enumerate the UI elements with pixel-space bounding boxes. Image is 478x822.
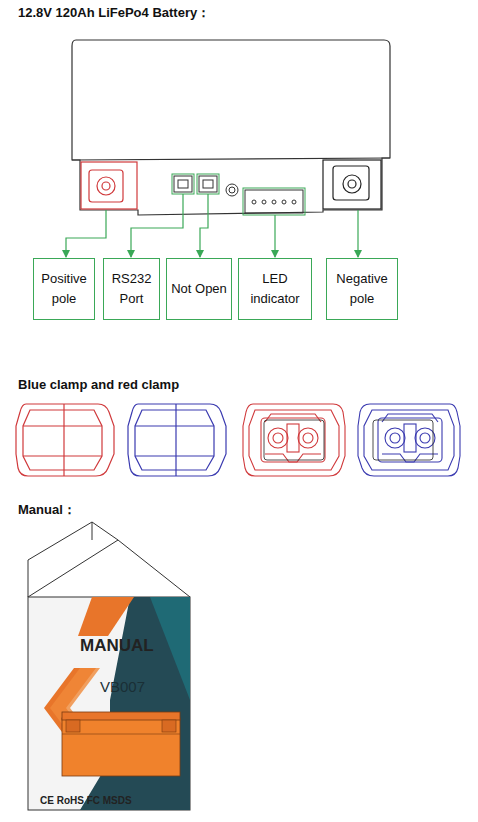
- label-text: MANUAL: [80, 636, 154, 656]
- label-box: Positive pole: [33, 258, 95, 320]
- label-text: VB007: [100, 678, 145, 695]
- box-text: LED indicator: [239, 269, 311, 309]
- box-text: Negative pole: [327, 269, 397, 309]
- label-box: LED indicator: [238, 258, 312, 320]
- label-box: Negative pole: [326, 258, 398, 320]
- box-text: Not Open: [171, 279, 227, 299]
- label-text: CE RoHS FC MSDS: [40, 795, 132, 806]
- title: 12.8V 120Ah LiFePo4 Battery：: [18, 4, 210, 22]
- label-box: Not Open: [166, 258, 232, 320]
- label-box: RS232 Port: [103, 258, 160, 320]
- label-text: Blue clamp and red clamp: [18, 377, 179, 392]
- box-text: RS232 Port: [104, 269, 159, 309]
- box-text: Positive pole: [34, 269, 94, 309]
- label-text: Manual：: [18, 501, 76, 519]
